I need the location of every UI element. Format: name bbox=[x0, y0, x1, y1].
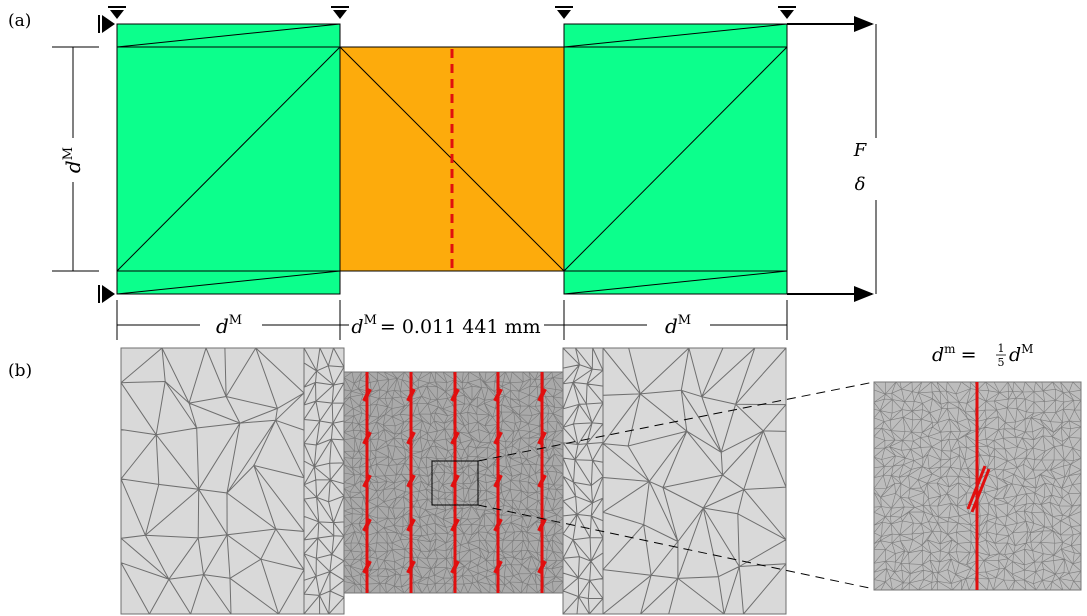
force-label-bg bbox=[845, 138, 877, 200]
microcrack bbox=[450, 388, 460, 402]
support-icon bbox=[555, 6, 573, 19]
mesh-path bbox=[120, 347, 305, 615]
microcrack bbox=[362, 560, 372, 574]
support-icon bbox=[778, 6, 796, 19]
zoom-label: dm= bbox=[932, 342, 976, 366]
zoom-microcrack-left bbox=[966, 465, 987, 510]
microcrack bbox=[362, 431, 372, 445]
microcrack bbox=[406, 560, 416, 574]
dim-right-label: dM bbox=[665, 313, 691, 338]
zoom-microcrack-right bbox=[970, 468, 991, 513]
support-icon bbox=[331, 6, 349, 19]
right-block-triangles bbox=[563, 23, 788, 295]
microcrack bbox=[362, 474, 372, 488]
zoom-rhs: dM bbox=[1009, 342, 1033, 366]
microcrack bbox=[493, 560, 503, 574]
microcrack bbox=[493, 474, 503, 488]
microcrack bbox=[537, 388, 547, 402]
microcrack bbox=[537, 518, 547, 532]
mesh-path bbox=[562, 347, 604, 615]
panel-b-label: (b) bbox=[8, 361, 32, 381]
right-coarse-mesh bbox=[562, 347, 787, 615]
dim-left-label: dM bbox=[216, 313, 242, 338]
panel-a-schematic: F δ dM dM dM= 0.011 441 mm dM bbox=[52, 6, 877, 340]
microcrack bbox=[537, 431, 547, 445]
zoom-mesh-lines bbox=[873, 381, 1082, 591]
microcrack bbox=[493, 518, 503, 532]
mesh-path bbox=[602, 347, 787, 615]
microcrack bbox=[450, 560, 460, 574]
crack-lines bbox=[362, 372, 547, 593]
microcrack bbox=[406, 518, 416, 532]
microcrack bbox=[362, 518, 372, 532]
left-block-triangles bbox=[116, 23, 341, 295]
force-symbol: F bbox=[853, 140, 868, 161]
side-support-icon bbox=[98, 15, 115, 33]
panel-a-label: (a) bbox=[8, 11, 31, 31]
left-supports bbox=[98, 15, 115, 303]
microcrack bbox=[406, 431, 416, 445]
right-mesh-lines bbox=[562, 347, 787, 615]
horizontal-dimension: dM dM= 0.011 441 mm dM bbox=[116, 300, 788, 340]
microcrack bbox=[537, 560, 547, 574]
vertical-dimension: dM bbox=[52, 46, 99, 272]
zoom-connector-bottom bbox=[477, 504, 875, 590]
microcrack bbox=[493, 388, 503, 402]
support-icon bbox=[108, 6, 126, 19]
vertical-dimension-label: dM bbox=[61, 147, 85, 173]
side-support-icon bbox=[98, 285, 115, 303]
microcrack bbox=[450, 431, 460, 445]
zoom-frac-den: 5 bbox=[998, 356, 1005, 369]
microcrack bbox=[450, 518, 460, 532]
mesh-path bbox=[873, 381, 1082, 591]
microcrack bbox=[493, 431, 503, 445]
microcrack bbox=[450, 474, 460, 488]
microcrack bbox=[362, 388, 372, 402]
dim-middle-label: dM= 0.011 441 mm bbox=[351, 313, 540, 338]
zoom-frac-num: 1 bbox=[998, 342, 1005, 355]
displacement-symbol: δ bbox=[855, 174, 866, 195]
zoom-connector-top bbox=[477, 381, 875, 462]
panel-b-mesh bbox=[120, 347, 875, 615]
microcrack bbox=[406, 474, 416, 488]
zoom-inset: dm= 1 5 dM bbox=[873, 342, 1082, 591]
microcrack bbox=[406, 388, 416, 402]
microcrack bbox=[537, 474, 547, 488]
zoom-window bbox=[431, 460, 479, 506]
top-supports bbox=[108, 6, 796, 19]
